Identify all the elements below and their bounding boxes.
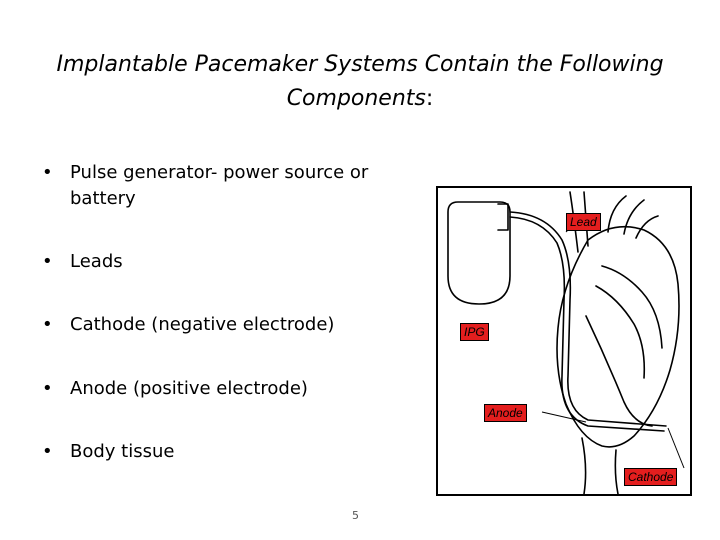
bullet-dot: • [42,162,53,183]
inner-wall [601,265,663,349]
heart-illustration [447,191,685,494]
ipg-label: IPG [460,323,489,341]
anode-label: Anode [484,404,527,422]
bullet-text: Cathode (negative electrode) [70,314,335,335]
slide-title: Implantable Pacemaker Systems Contain th… [0,48,720,116]
title-components-word: Components [286,86,426,111]
lead-wire-inner [509,216,665,432]
aorta [607,195,659,239]
body-tissue-base [581,437,619,494]
bullet-text: Body tissue [70,441,175,462]
cathode-label: Cathode [624,468,678,486]
cathode-pointer [667,427,685,469]
bullet-leads: • Leads [42,249,412,275]
bullet-dot: • [42,378,53,399]
bullet-dot: • [42,251,53,272]
title-line-2: Components: [0,82,720,116]
bullet-pulse-generator: • Pulse generator- power source or batte… [42,160,412,212]
heart-outline [556,225,680,448]
pulse-generator-header [497,203,509,231]
bullet-anode: • Anode (positive electrode) [42,376,412,402]
page-number: 5 [352,509,359,522]
bullet-text: Pulse generator- power source or [70,162,369,183]
ventricle-wall [585,315,653,427]
bullet-text: Anode (positive electrode) [70,378,308,399]
title-colon: : [425,86,434,111]
pulse-generator-shape [447,201,511,305]
bullet-body-tissue: • Body tissue [42,439,412,465]
bullet-text: Leads [70,251,123,272]
anode-pointer [541,411,587,423]
bullet-cathode: • Cathode (negative electrode) [42,312,412,338]
pacemaker-heart-diagram: Lead IPG Anode Cathode [436,186,692,496]
bullet-dot: • [42,314,53,335]
title-line-1: Implantable Pacemaker Systems Contain th… [56,52,664,77]
atrial-septum [595,285,646,379]
lead-wire [509,211,667,427]
bullet-dot: • [42,441,53,462]
bullet-text-continued: battery [70,188,136,209]
lead-label: Lead [566,213,601,231]
